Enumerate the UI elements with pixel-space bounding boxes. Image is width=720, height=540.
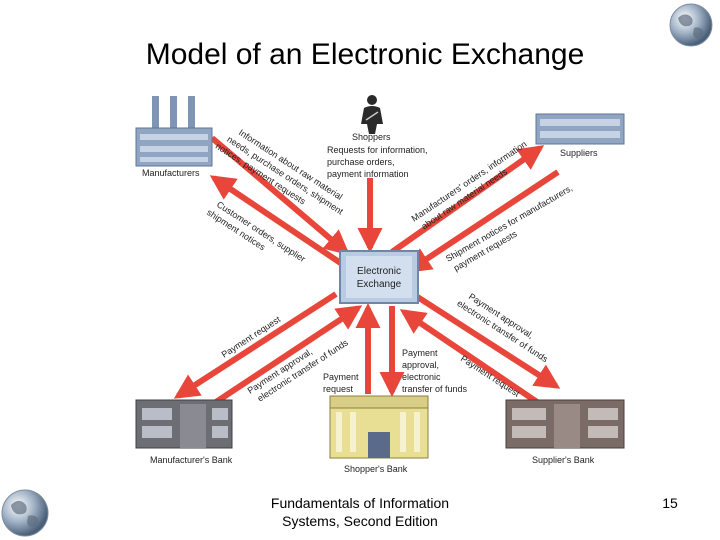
label-suppliers-bank: Supplier's Bank bbox=[532, 455, 595, 465]
svg-text:payment information: payment information bbox=[327, 169, 409, 179]
electronic-exchange-hub: Electronic Exchange bbox=[339, 250, 419, 304]
label-manufacturers: Manufacturers bbox=[142, 168, 200, 178]
label-shoppers-bank: Shopper's Bank bbox=[344, 464, 408, 474]
globe-icon bbox=[1, 489, 49, 537]
slide-number: 15 bbox=[662, 495, 678, 511]
shopper-person-icon bbox=[361, 95, 383, 134]
arrow-hub-to-mbank bbox=[173, 291, 338, 399]
svg-text:approval,: approval, bbox=[402, 360, 439, 370]
arrow-manufacturer-to-hub bbox=[210, 135, 350, 256]
svg-text:purchase orders,: purchase orders, bbox=[327, 157, 395, 167]
globe-icon bbox=[669, 3, 713, 47]
manufacturers-factory-icon bbox=[135, 96, 213, 167]
arrow-hub-to-supbank bbox=[414, 293, 561, 389]
arrow-mbank-to-hub bbox=[214, 305, 363, 405]
svg-text:Payment: Payment bbox=[402, 348, 438, 358]
suppliers-building-icon bbox=[535, 113, 625, 145]
svg-text:electronic: electronic bbox=[402, 372, 441, 382]
hub-label-line1: Electronic bbox=[357, 266, 401, 277]
label-shoppers: Shoppers bbox=[352, 132, 391, 142]
flow-label-hub-to-sbank: Payment approval, electronic transfer of… bbox=[402, 348, 468, 394]
svg-text:Payment: Payment bbox=[323, 372, 359, 382]
slide-footer: Fundamentals of Information Systems, Sec… bbox=[250, 494, 470, 530]
arrow-hub-to-supplier bbox=[390, 145, 545, 255]
footer-line-2: Systems, Second Edition bbox=[282, 513, 438, 529]
arrow-hub-to-manufacturer bbox=[209, 175, 350, 271]
footer-line-1: Fundamentals of Information bbox=[270, 495, 450, 511]
flow-label-shopper: Requests for information, purchase order… bbox=[327, 145, 428, 179]
svg-text:request: request bbox=[323, 384, 354, 394]
manufacturers-bank-icon bbox=[135, 399, 233, 449]
arrow-supplier-to-hub bbox=[405, 169, 560, 273]
svg-text:transfer of funds: transfer of funds bbox=[402, 384, 468, 394]
arrow-supbank-to-hub bbox=[399, 309, 542, 407]
label-manufacturers-bank: Manufacturer's Bank bbox=[150, 455, 233, 465]
shoppers-bank-icon bbox=[329, 395, 429, 459]
suppliers-bank-icon bbox=[505, 399, 625, 449]
flow-arrows bbox=[173, 135, 561, 407]
flow-label-sbank-to-hub: Payment request bbox=[323, 372, 359, 394]
hub-label-line2: Exchange bbox=[357, 279, 402, 290]
svg-text:Requests for information,: Requests for information, bbox=[327, 145, 428, 155]
label-suppliers: Suppliers bbox=[560, 148, 598, 158]
slide-title: Model of an Electronic Exchange bbox=[145, 38, 585, 71]
